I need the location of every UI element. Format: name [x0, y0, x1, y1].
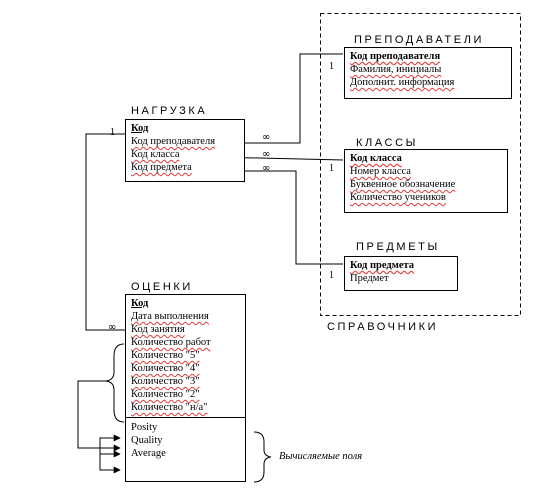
field-grade-2: Количество "2"	[131, 389, 200, 400]
field-load-class: Код класса	[131, 149, 180, 160]
computed-separator	[126, 417, 245, 418]
entity-title-predmety: ПРЕДМЕТЫ	[356, 241, 440, 253]
field-load-id: Код	[131, 123, 149, 134]
field-computed-quality: Quality	[131, 435, 163, 446]
link-teacher	[244, 53, 343, 144]
field-subject-id: Код предмета	[350, 260, 415, 271]
field-grade-3: Количество "3"	[131, 376, 200, 387]
entity-box-otsenki: Код Дата выполнения Код занятия Количест…	[125, 294, 246, 482]
field-class-id: Код класса	[350, 153, 402, 164]
field-teacher-name: Фамилия, инициалы	[350, 64, 442, 75]
field-class-students: Количество учеников	[350, 192, 446, 203]
field-class-number: Номер класса	[350, 166, 411, 177]
cardinality-one-grades: 1	[110, 127, 115, 138]
cardinality-one-class: 1	[329, 163, 334, 174]
cardinality-one-teacher: 1	[329, 61, 334, 72]
field-grade-works: Количество работ	[131, 337, 211, 348]
link-subject	[214, 170, 343, 265]
entity-box-klassy: Код класса Номер класса Буквенное обозна…	[344, 149, 508, 213]
arrow-average	[99, 448, 121, 474]
field-load-teacher: Код преподавателя	[131, 136, 216, 147]
arrow-posity-top	[99, 434, 121, 448]
entity-title-klassy: КЛАССЫ	[356, 137, 418, 149]
brace-left	[105, 343, 125, 423]
field-grade-5: Количество "5"	[131, 350, 200, 361]
field-teacher-id: Код преподавателя	[350, 51, 441, 62]
cardinality-many-class: ∞	[262, 149, 271, 160]
computed-fields-label: Вычисляемые поля	[279, 451, 363, 462]
field-grade-4: Количество "4"	[131, 363, 200, 374]
cardinality-many-grades: ∞	[108, 322, 117, 333]
field-subject-name: Предмет	[350, 273, 389, 284]
entity-box-predmety: Код предмета Предмет	[344, 256, 458, 291]
reference-group-label: СПРАВОЧНИКИ	[327, 321, 439, 333]
field-load-subject: Код предмета	[131, 162, 192, 173]
field-class-letter: Буквенное обозначение	[350, 179, 456, 190]
field-computed-average: Average	[131, 448, 166, 459]
field-grade-date: Дата выполнения	[131, 311, 209, 322]
cardinality-one-subject: 1	[329, 270, 334, 281]
cardinality-many-subject: ∞	[262, 163, 271, 174]
field-grade-lesson: Код занятия	[131, 324, 185, 335]
field-grade-na: Количество "н/а"	[131, 402, 208, 413]
entity-title-prepodavateli: ПРЕПОДАВАТЕЛИ	[354, 34, 485, 46]
arrow-posity	[77, 380, 121, 452]
link-grades	[85, 133, 126, 331]
cardinality-many-teacher: ∞	[262, 132, 271, 143]
entity-title-otsenki: ОЦЕНКИ	[131, 281, 193, 293]
field-computed-posity: Posity	[131, 422, 158, 433]
brace-right	[253, 431, 272, 483]
field-grade-id: Код	[131, 298, 149, 309]
reference-group-border	[320, 13, 521, 316]
entity-title-nagruzka: НАГРУЗКА	[131, 105, 208, 117]
field-teacher-info: Дополнит. информация	[350, 77, 455, 88]
entity-box-nagruzka: Код Код преподавателя Код класса Код пре…	[125, 119, 245, 182]
entity-box-prepodavateli: Код преподавателя Фамилия, инициалы Допо…	[344, 47, 512, 99]
